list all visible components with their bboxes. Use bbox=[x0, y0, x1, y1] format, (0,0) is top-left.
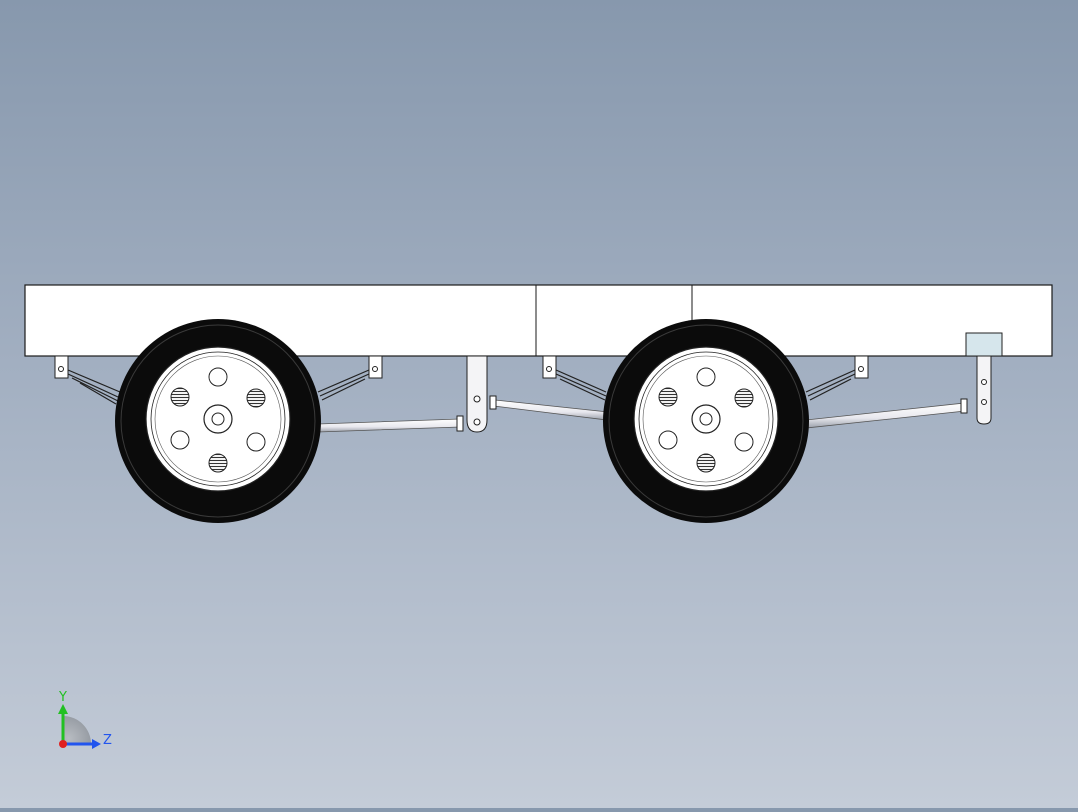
y-axis-label: Y bbox=[58, 690, 67, 705]
front-wheel[interactable] bbox=[115, 319, 321, 523]
mid-equalizer-rod[interactable] bbox=[489, 395, 609, 421]
rear-equalizer-rod[interactable] bbox=[805, 398, 968, 429]
front-leaf-spring[interactable] bbox=[54, 355, 383, 405]
rear-leaf-spring[interactable] bbox=[542, 355, 869, 401]
jack-box[interactable] bbox=[965, 332, 1003, 357]
center-hanger-bracket[interactable] bbox=[466, 355, 488, 433]
coordinate-triad-icon: Y Z bbox=[58, 690, 112, 749]
z-axis-label: Z bbox=[103, 733, 112, 748]
rear-hanger-bracket[interactable] bbox=[976, 355, 992, 425]
front-equalizer-rod[interactable] bbox=[317, 415, 464, 433]
rear-wheel[interactable] bbox=[603, 319, 809, 523]
